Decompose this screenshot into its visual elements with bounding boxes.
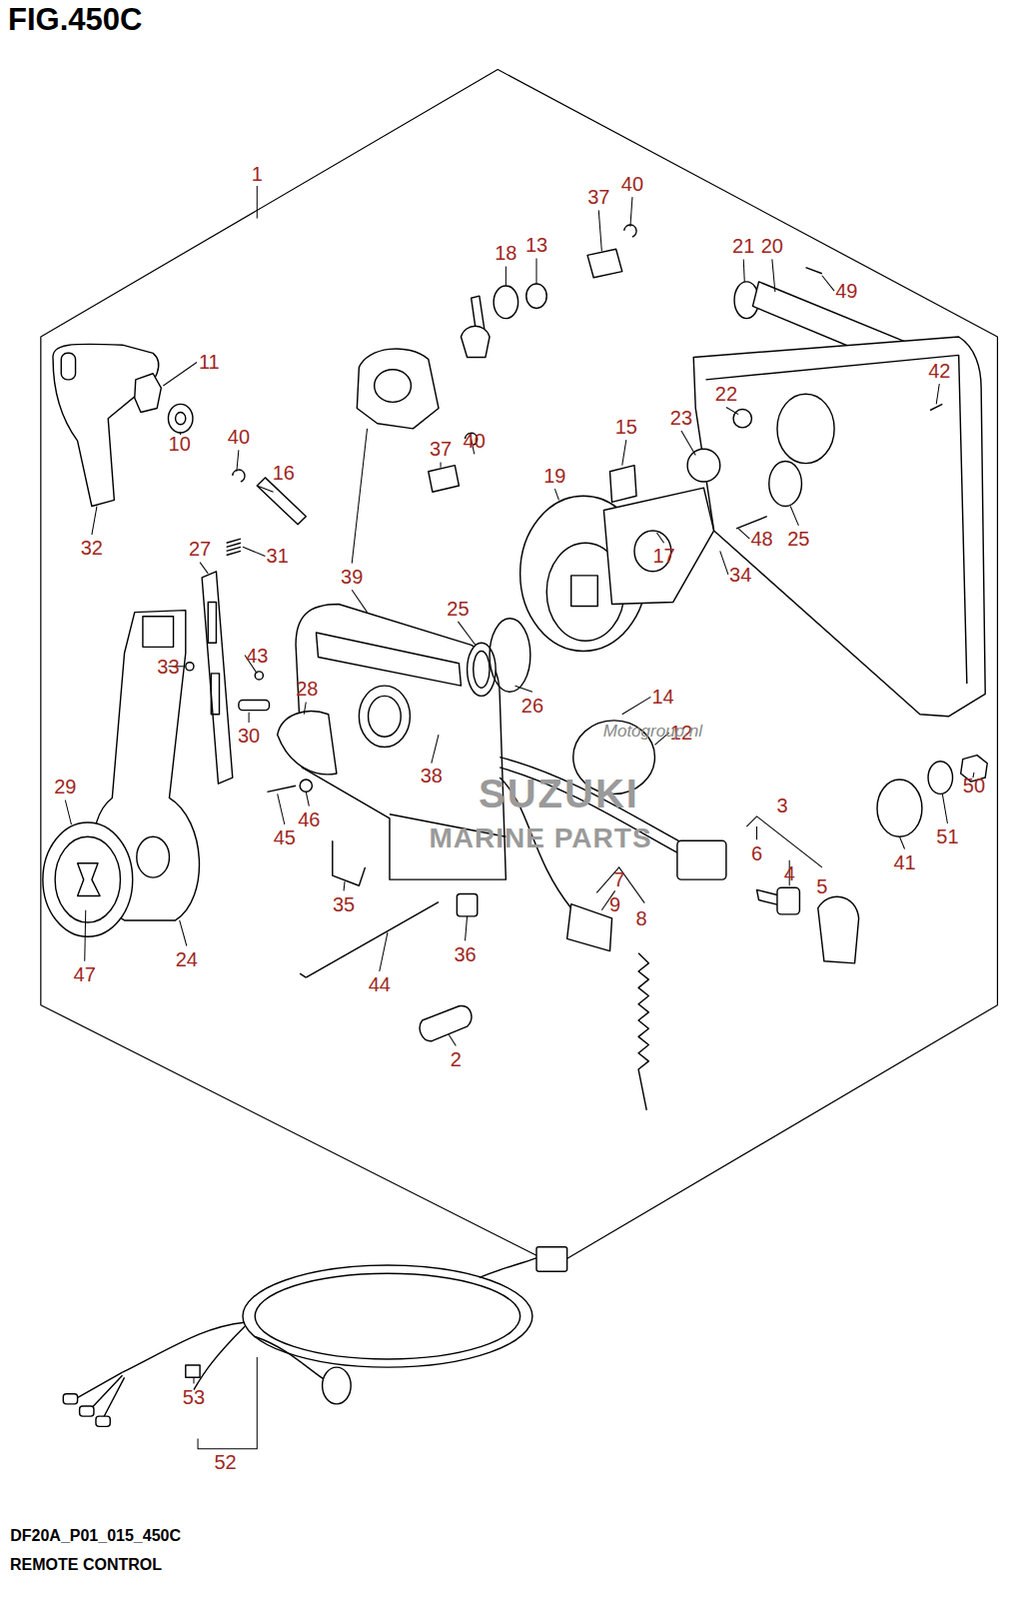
callout-number: 40 xyxy=(621,173,644,194)
callout-number: 33 xyxy=(156,656,179,677)
callout-number: 39 xyxy=(340,566,363,587)
callout-number: 34 xyxy=(729,564,752,585)
callout-number: 7 xyxy=(613,869,625,890)
callout-number: 52 xyxy=(213,1451,236,1472)
callout-number: 8 xyxy=(636,908,648,929)
callout-number: 9 xyxy=(609,894,621,915)
callout-number: 11 xyxy=(198,351,220,372)
callout-number: 35 xyxy=(332,894,355,915)
callout-number: 30 xyxy=(237,725,260,746)
callout-number: 23 xyxy=(670,407,693,428)
watermark: MARINE PARTS xyxy=(429,824,653,853)
callout-number: 17 xyxy=(652,545,675,566)
callout-number: 20 xyxy=(761,235,784,256)
callout-number: 44 xyxy=(368,974,391,995)
callout-number: 37 xyxy=(587,186,610,207)
callout-number: 49 xyxy=(835,280,858,301)
callout-number: 6 xyxy=(751,843,763,864)
callout-number: 16 xyxy=(272,462,295,483)
callout-number: 31 xyxy=(266,545,289,566)
callout-number: 51 xyxy=(936,826,959,847)
callout-number: 43 xyxy=(245,645,268,666)
watermark: Motogroup.nl xyxy=(603,722,703,740)
callout-number: 3 xyxy=(776,795,788,816)
callout-number: 19 xyxy=(543,465,566,486)
callout-number: 14 xyxy=(651,686,674,707)
callout-number: 21 xyxy=(732,235,755,256)
callout-number: 15 xyxy=(615,416,638,437)
callout-number: 48 xyxy=(750,528,773,549)
drawing-code: DF20A_P01_015_450C xyxy=(9,1527,181,1544)
callout-number: 1 xyxy=(251,163,263,184)
callout-number: 13 xyxy=(525,234,548,255)
callout-number: 32 xyxy=(80,537,103,558)
callout-number: 50 xyxy=(963,775,986,796)
callout-number: 29 xyxy=(53,776,76,797)
callout-number: 26 xyxy=(521,695,544,716)
callout-number: 47 xyxy=(73,964,96,985)
callout-number: 22 xyxy=(715,383,738,404)
callout-number: 46 xyxy=(297,809,320,830)
watermark: SUZUKI xyxy=(478,773,640,814)
callout-number: 40 xyxy=(463,430,486,451)
callout-number: 37 xyxy=(429,438,452,459)
callout-number: 53 xyxy=(182,1386,205,1407)
callout-number: 18 xyxy=(494,242,517,263)
callout-number: 36 xyxy=(453,944,476,965)
callout-number: 2 xyxy=(450,1048,462,1069)
callout-number: 42 xyxy=(928,360,951,381)
callout-number: 38 xyxy=(420,765,443,786)
callout-number: 28 xyxy=(295,678,318,699)
callout-number: 5 xyxy=(816,876,828,897)
callout-number: 4 xyxy=(784,863,796,884)
callout-number: 24 xyxy=(175,949,198,970)
figure-caption: REMOTE CONTROL xyxy=(9,1556,162,1573)
figure-title: FIG.450C xyxy=(7,3,142,35)
callout-number: 10 xyxy=(168,433,191,454)
callout-number: 25 xyxy=(787,528,810,549)
callout-number: 40 xyxy=(227,426,250,447)
callout-number: 25 xyxy=(446,598,469,619)
callout-number: 41 xyxy=(893,852,916,873)
callout-number: 45 xyxy=(273,827,296,848)
callout-number: 27 xyxy=(188,538,211,559)
